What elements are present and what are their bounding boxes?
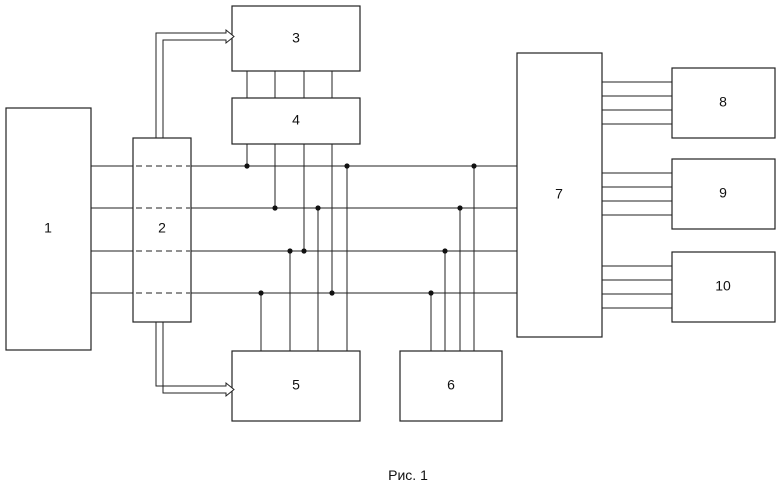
block-7-label: 7 <box>555 186 563 202</box>
links-7-to-8 <box>602 82 672 124</box>
links-7-to-9 <box>602 173 672 215</box>
block-1-label: 1 <box>44 220 52 236</box>
bus-1-to-2 <box>91 166 133 293</box>
block-10-label: 10 <box>715 278 731 294</box>
block-8-label: 8 <box>719 94 727 110</box>
arrow-2-to-5 <box>156 322 234 396</box>
taps-bus-to-6 <box>431 166 474 351</box>
links-7-to-10 <box>602 266 672 308</box>
block-2-label: 2 <box>158 220 166 236</box>
block-5-label: 5 <box>292 377 300 393</box>
figure-caption: Рис. 1 <box>388 467 428 483</box>
arrow-2-to-3 <box>156 30 234 138</box>
block-3-label: 3 <box>292 30 300 46</box>
links-3-to-4 <box>247 71 332 98</box>
block-6-label: 6 <box>447 377 455 393</box>
block-9-label: 9 <box>719 185 727 201</box>
bus-2-to-7 <box>191 166 517 293</box>
block-4-label: 4 <box>292 112 300 128</box>
junction-dots <box>244 163 476 295</box>
